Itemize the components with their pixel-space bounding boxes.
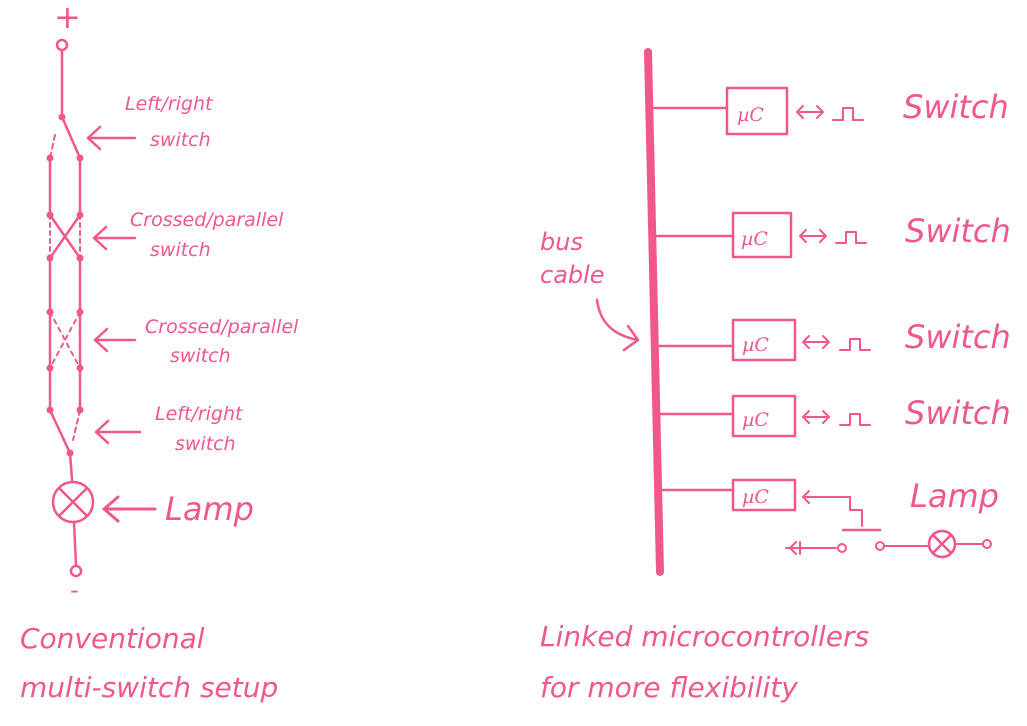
mcu-label-2: µC xyxy=(741,228,768,250)
switch-label-4-line1: Left/right xyxy=(155,403,244,425)
caption-linked-line2: for more flexibility xyxy=(540,671,798,704)
mcu-label-4: µC xyxy=(742,409,769,431)
lamp-label: Lamp xyxy=(165,490,254,528)
mcu-label-1: µC xyxy=(737,104,764,126)
mcu-node-3: µC Switch xyxy=(656,318,1011,362)
device-label-3: Switch xyxy=(905,318,1011,356)
switch-label-1-line2: switch xyxy=(150,129,211,151)
switch-label-4-line2: switch xyxy=(175,433,236,455)
plus-terminal xyxy=(55,38,69,52)
bus-label-line1: bus xyxy=(540,228,583,256)
conventional-circuit: + xyxy=(20,0,299,704)
crossed-parallel-switch-2 xyxy=(46,308,84,372)
mcu-node-2: µC Switch xyxy=(653,211,1011,259)
mcu-node-1: µC Switch xyxy=(650,86,1009,136)
caption-conventional-line1: Conventional xyxy=(20,622,205,655)
wire-pair-3 xyxy=(48,366,82,412)
wire-pair-1 xyxy=(48,156,82,217)
mcu-node-5: µC Lamp xyxy=(658,477,999,559)
switch-label-3-line2: switch xyxy=(170,345,231,367)
minus-terminal-sign: - xyxy=(70,576,79,604)
wire-pair-2 xyxy=(48,256,82,314)
pointer-arrows xyxy=(86,125,157,523)
minus-terminal xyxy=(69,564,83,578)
lamp-icon xyxy=(51,480,95,524)
caption-conventional-line2: multi-switch setup xyxy=(20,671,278,704)
lamp-icon-linked xyxy=(927,529,957,559)
switch-label-2-line2: switch xyxy=(150,239,211,261)
wire-to-lamp xyxy=(68,451,74,482)
wire-bottom xyxy=(72,520,78,567)
mcu-label-5: µC xyxy=(742,486,769,508)
switch-label-3-line1: Crossed/parallel xyxy=(145,316,299,338)
device-label-2: Switch xyxy=(905,212,1011,250)
left-right-switch-1 xyxy=(46,113,84,162)
bus-cable xyxy=(644,48,664,576)
device-label-5: Lamp xyxy=(910,477,999,515)
device-label-1: Switch xyxy=(903,88,1009,126)
linked-microcontrollers: bus cable µC Switch µC Switch µC xyxy=(540,48,1011,704)
crossed-parallel-switch-1 xyxy=(46,211,84,262)
mcu-node-4: µC Switch xyxy=(657,394,1011,438)
plus-terminal-sign: + xyxy=(54,0,81,36)
left-right-switch-2 xyxy=(46,406,84,457)
caption-linked-line1: Linked microcontrollers xyxy=(540,620,869,653)
bus-label-line2: cable xyxy=(540,261,605,289)
switch-label-2-line1: Crossed/parallel xyxy=(130,209,284,231)
bus-label-arrow xyxy=(595,298,640,352)
device-label-4: Switch xyxy=(905,394,1011,432)
mcu-label-3: µC xyxy=(742,334,769,356)
switch-label-1-line1: Left/right xyxy=(125,93,214,115)
